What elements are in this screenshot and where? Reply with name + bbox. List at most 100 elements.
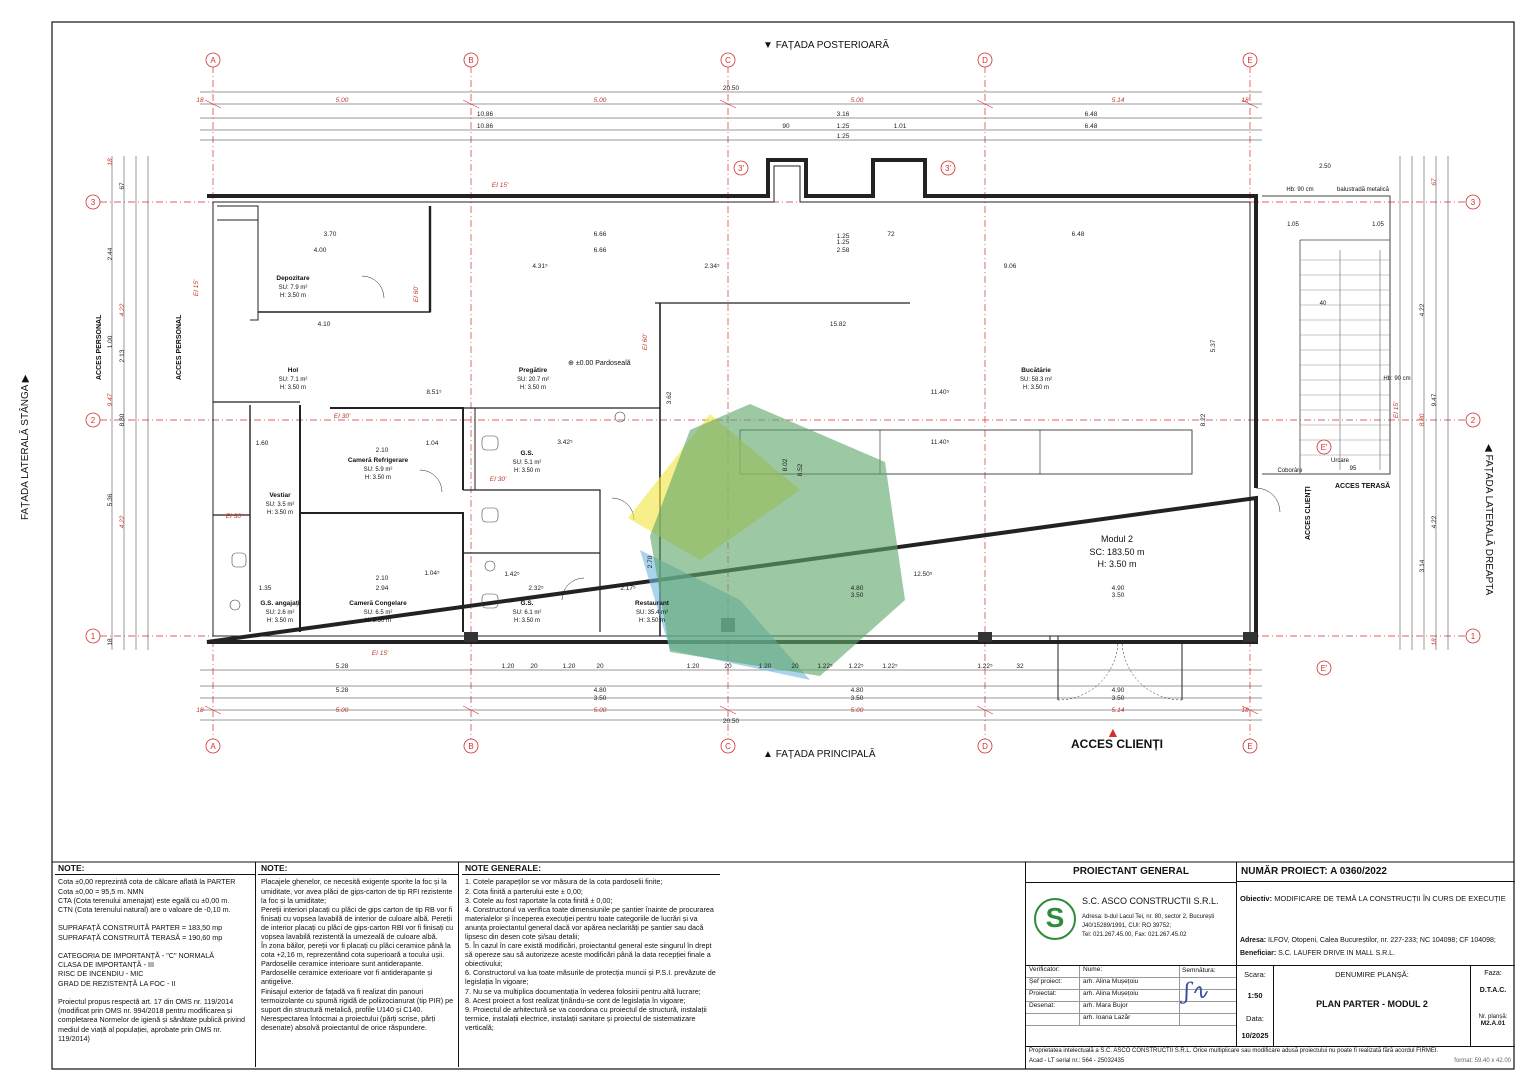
dim-segment-top: 5.00 [851,97,864,104]
module-height: H: 3.50 m [1097,559,1136,569]
note-line: Cota ±0,00 reprezintă cota de călcare af… [58,877,236,887]
dim-interior: 9.06 [1004,263,1017,270]
axis-letter-bottom: A [210,742,216,751]
address-label: Adresa: [1240,937,1267,944]
dim-interior: 1.25 [837,233,850,240]
note-line: CLASA DE IMPORTANȚĂ - III [58,960,154,970]
sheet-frame [51,21,1515,1070]
axis-eprime: E' [1321,664,1328,673]
role-row: Desenat:arh. Mara Bujor [1026,1002,1236,1014]
dim-bottom-row2: 3.50 [594,695,607,702]
dim-opening: 1.22⁵ [977,663,993,670]
fire-rating-tag: EI 15' [492,182,509,189]
dim-top-row2: 3.16 [837,111,850,118]
dim-segment-bottom: 5.00 [851,707,864,714]
access-clients-side-label: ACCES CLIENȚI [1305,486,1312,540]
note-line [58,988,252,997]
dim-right: 3.14 [1419,559,1426,572]
role-name: arh. Alina Mușețoiu [1080,990,1180,1001]
note-line: Finisajul exterior de fațadă va fi reali… [261,986,454,1014]
room-name: G.S. [520,450,533,457]
note-line: RISC DE INCENDIU - MIC [58,969,144,979]
axis-number-right: 2 [1471,416,1476,425]
dim-interior: 1.60 [256,440,269,447]
building-walls [206,158,1391,701]
dim-total-top: 20.50 [723,85,740,92]
phase-cell: Faza: D.T.A.C. Nr. planșă: M2.A.01 [1471,966,1515,1046]
dim-left: 8.80 [119,413,126,426]
phase-label: Faza: [1484,970,1502,977]
dim-edge: 18 [196,707,204,714]
dim-interior: 2.10 [376,575,389,582]
company-address-2: J40/15289/1991, CUI: RO 39752; [1082,923,1172,929]
axis-bubble [205,738,221,754]
note-line: Nerespectarea întocmai a proiectului (pă… [261,1013,436,1032]
room-area: SU: 6.1 m² [513,610,542,616]
general-notes-block: NOTE GENERALE: 1. Cotele parapeților se … [462,862,720,1067]
note-line: CTN (Cota terenului natural) are o valoa… [58,905,231,915]
note-line: 3. Cotele au fost raportate la cota fini… [465,895,613,905]
axis-bubble [720,738,736,754]
dim-left: 18 [107,158,114,166]
note1-lines: Cota ±0,00 reprezintă cota de călcare af… [55,875,255,1045]
room-height: H: 3.50 m [514,618,540,624]
role-row: Verificator:Nume: [1026,966,1236,978]
dim-edge: 18 [196,97,204,104]
dim-top-row4: 1.25 [837,133,850,140]
terrace-dim: 95 [1350,466,1357,472]
dim-opening: 20 [596,663,604,670]
role-row: arh. Ioana Lazăr [1026,1014,1236,1026]
room-height: H: 3.50 m [267,510,293,516]
note-line: 4. Constructorul va verifica toate dimen… [465,904,714,941]
axis-bubble [1242,52,1258,68]
dimension-lines [111,91,1449,721]
dim-right: 9.47 [1431,393,1438,406]
room-name: Hol [288,367,299,374]
fire-rating-tag: EI 30' [226,513,243,520]
axis-number-left: 2 [91,416,96,425]
role-label: Proiectat: [1026,990,1080,1001]
room-area: SU: 35.4 m² [636,610,668,616]
dim-interior: 2.34⁵ [704,263,720,270]
project-info-block: PROIECTANT GENERAL NUMĂR PROIECT: A 0360… [1025,862,1515,1069]
note2-title: NOTE: [258,862,458,876]
role-label: Desenat: [1026,1002,1080,1013]
company-address-1: Adresa: b-dul Lacul Tei, nr. 80, sector … [1082,914,1215,920]
room-area: SU: 3.5 m² [266,502,295,508]
note1-title: NOTE: [55,862,255,876]
note-line: Placajele ghenelor, ce necesită exigențe… [261,877,453,905]
dim-right: 4.22 [1431,515,1438,528]
dim-interior: 1.04⁵ [424,570,440,577]
dim-interior: 8.52 [797,463,804,476]
scale-label: Scara: [1244,970,1266,979]
dim-edge: 18 [1241,97,1249,104]
axis-letter-bottom: C [725,742,731,751]
dim-interior: 2.32⁵ [528,585,544,592]
dim-left: 5.36 [107,493,114,506]
dim-right: 67 [1431,178,1438,186]
room-area: SU: 7.1 m² [279,377,308,383]
axis-number-left: 3 [91,198,96,207]
axis-letter-bottom: B [468,742,473,751]
sheet-title-cell: DENUMIRE PLANȘĂ: PLAN PARTER - MODUL 2 [1274,966,1471,1046]
axis-bubble [1465,628,1481,644]
axis-letter-top: A [210,56,216,65]
room-height: H: 3.50 m [1023,385,1049,391]
axis-bubble [977,52,993,68]
room-area: SU: 5.1 m² [513,460,542,466]
axis-letter-top: B [468,56,473,65]
note3-title: NOTE GENERALE: [462,862,720,876]
terrace-dim: 1.05 [1287,222,1299,228]
dim-interior: 72 [887,231,895,238]
dim-opening: 1.22⁵ [848,663,864,670]
dim-segment-top: 5.00 [594,97,607,104]
dim-top-row3: 1.25 [837,123,850,130]
access-clients-label: ACCES CLIENȚI [1071,737,1164,751]
beneficiary: Beneficiar: S.C. LAUFER DRIVE IN MALL S.… [1240,950,1512,957]
axis-bubble [463,738,479,754]
axis-letter-bottom: E [1247,742,1252,751]
dim-opening: 32 [1016,663,1024,670]
level-mark: ⊕ ±0.00 Pardoseală [568,360,631,367]
access-terrace-label: ACCES TERASĂ [1335,483,1391,490]
